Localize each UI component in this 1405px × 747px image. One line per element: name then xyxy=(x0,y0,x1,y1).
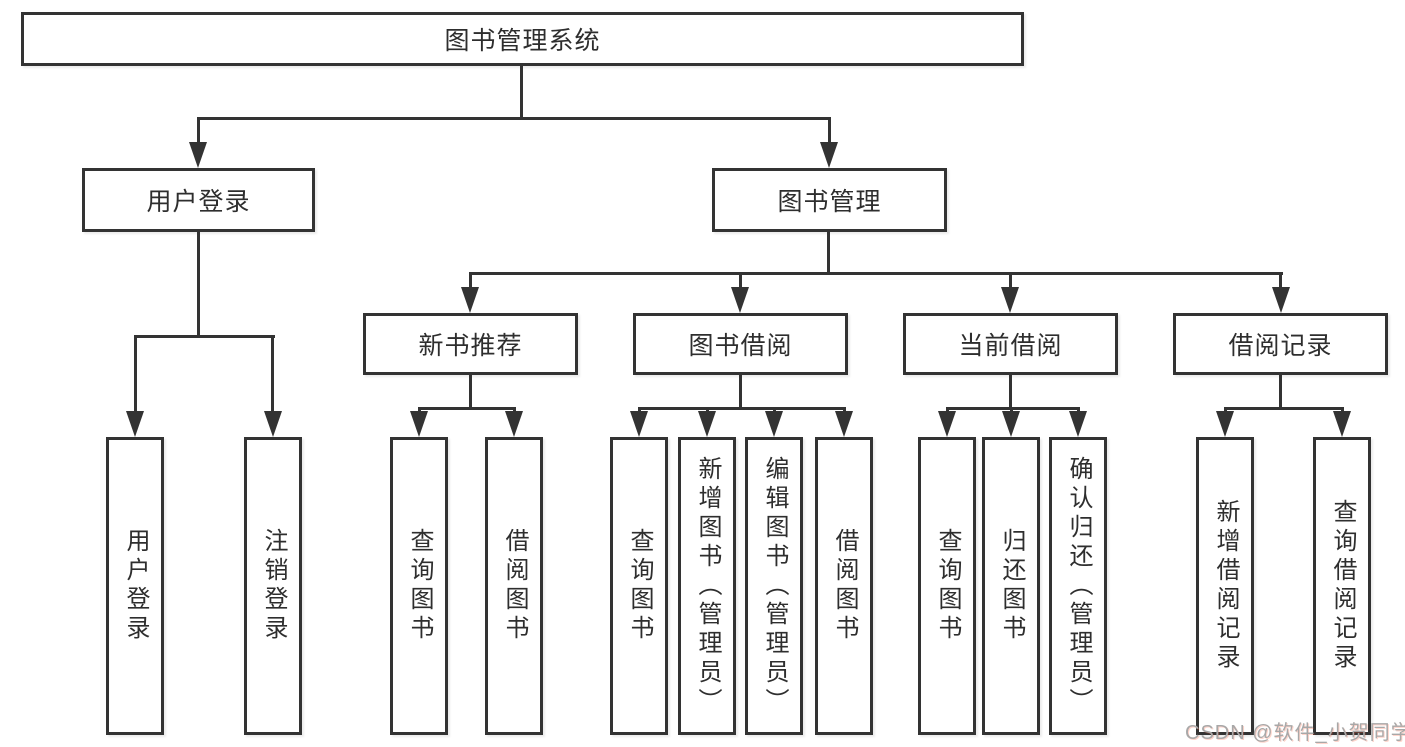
arrowhead-leaf xyxy=(1002,411,1020,437)
connector-root-stem xyxy=(520,66,523,118)
connector-user-login-stem xyxy=(197,117,200,145)
node-label: 新增借阅记录 xyxy=(1212,499,1239,673)
node-query-books-recommend: 查询图书 xyxy=(390,437,448,735)
node-borrowing-records: 借阅记录 xyxy=(1173,313,1388,375)
node-label: 借阅图书 xyxy=(831,528,858,644)
node-logout: 注销登录 xyxy=(244,437,302,735)
arrowhead-leaf xyxy=(1333,411,1351,437)
connector-group-stem xyxy=(1009,375,1012,409)
node-label: 归还图书 xyxy=(998,528,1025,644)
node-borrow-books-borrowing: 借阅图书 xyxy=(815,437,873,735)
node-edit-book-admin: 编辑图书（管理员） xyxy=(745,437,803,735)
node-query-books-borrowing: 查询图书 xyxy=(610,437,668,735)
node-label: 新增图书（管理员） xyxy=(694,455,721,717)
connector-group-rail xyxy=(946,407,1080,410)
arrowhead-borrow-records xyxy=(1272,287,1290,313)
node-book-management: 图书管理 xyxy=(712,168,947,232)
arrowhead-leaf xyxy=(698,411,716,437)
arrowhead-leaf xyxy=(505,411,523,437)
connector-level3-rail xyxy=(469,272,1283,275)
connector-group-rail xyxy=(1224,407,1344,410)
node-label: 当前借阅 xyxy=(958,332,1063,360)
arrowhead-book-borrow xyxy=(731,287,749,313)
node-label: 图书借阅 xyxy=(688,332,793,360)
node-label: 图书管理 xyxy=(777,188,882,216)
connector-level2-rail xyxy=(197,117,831,120)
node-label: 借阅记录 xyxy=(1228,332,1333,360)
arrowhead-new-book xyxy=(461,287,479,313)
node-query-books-current: 查询图书 xyxy=(918,437,976,735)
node-label: 查询图书 xyxy=(626,528,653,644)
node-borrow-books-recommend: 借阅图书 xyxy=(485,437,543,735)
connector-level3-stem xyxy=(1009,272,1012,290)
arrowhead-leaf xyxy=(1216,411,1234,437)
arrowhead-leaf xyxy=(126,411,144,437)
connector-group-stem xyxy=(739,375,742,409)
node-current-borrowing: 当前借阅 xyxy=(903,313,1118,375)
arrowhead-leaf xyxy=(630,411,648,437)
arrowhead-leaf xyxy=(410,411,428,437)
arrowhead-book-mgmt xyxy=(820,142,838,168)
arrowhead-leaf xyxy=(1069,411,1087,437)
connector-level3-stem xyxy=(739,272,742,290)
connector-user-login-rail xyxy=(134,335,275,338)
node-add-book-admin: 新增图书（管理员） xyxy=(678,437,736,735)
node-label: 图书管理系统 xyxy=(444,27,601,55)
node-label: 用户登录 xyxy=(122,528,149,644)
node-new-book-recommendation: 新书推荐 xyxy=(363,313,578,375)
connector-book-mgmt-stem xyxy=(828,117,831,145)
csdn-watermark: CSDN @软件_小贺同学 xyxy=(1185,722,1405,744)
arrowhead-user-login xyxy=(189,142,207,168)
node-label: 注销登录 xyxy=(260,528,287,644)
arrowhead-leaf xyxy=(264,411,282,437)
node-return-books: 归还图书 xyxy=(982,437,1040,735)
connector-group-rail xyxy=(638,407,846,410)
node-label: 编辑图书（管理员） xyxy=(761,455,788,717)
connector-level3-stem xyxy=(469,272,472,290)
connector-group-stem xyxy=(1279,375,1282,409)
connector-user-login-down xyxy=(197,232,200,338)
arrowhead-current-borrow xyxy=(1001,287,1019,313)
node-label: 查询借阅记录 xyxy=(1329,499,1356,673)
connector-leaf-stem xyxy=(271,335,274,414)
node-label: 借阅图书 xyxy=(501,528,528,644)
node-query-borrow-record: 查询借阅记录 xyxy=(1313,437,1371,735)
connector-level3-stem xyxy=(1279,272,1282,290)
connector-group-stem xyxy=(469,375,472,409)
node-user-login-leaf: 用户登录 xyxy=(106,437,164,735)
node-book-borrowing: 图书借阅 xyxy=(633,313,848,375)
connector-group-rail xyxy=(418,407,516,410)
node-label: 新书推荐 xyxy=(418,332,523,360)
node-add-borrow-record: 新增借阅记录 xyxy=(1196,437,1254,735)
arrowhead-leaf xyxy=(835,411,853,437)
arrowhead-leaf xyxy=(938,411,956,437)
node-confirm-return-admin: 确认归还（管理员） xyxy=(1049,437,1107,735)
node-label: 查询图书 xyxy=(934,528,961,644)
node-label: 确认归还（管理员） xyxy=(1065,455,1092,717)
arrowhead-leaf xyxy=(765,411,783,437)
node-user-login: 用户登录 xyxy=(82,168,315,232)
node-label: 用户登录 xyxy=(146,188,251,216)
node-label: 查询图书 xyxy=(406,528,433,644)
node-library-management-system: 图书管理系统 xyxy=(21,12,1024,66)
connector-book-mgmt-down xyxy=(827,232,830,274)
connector-leaf-stem xyxy=(134,335,137,414)
